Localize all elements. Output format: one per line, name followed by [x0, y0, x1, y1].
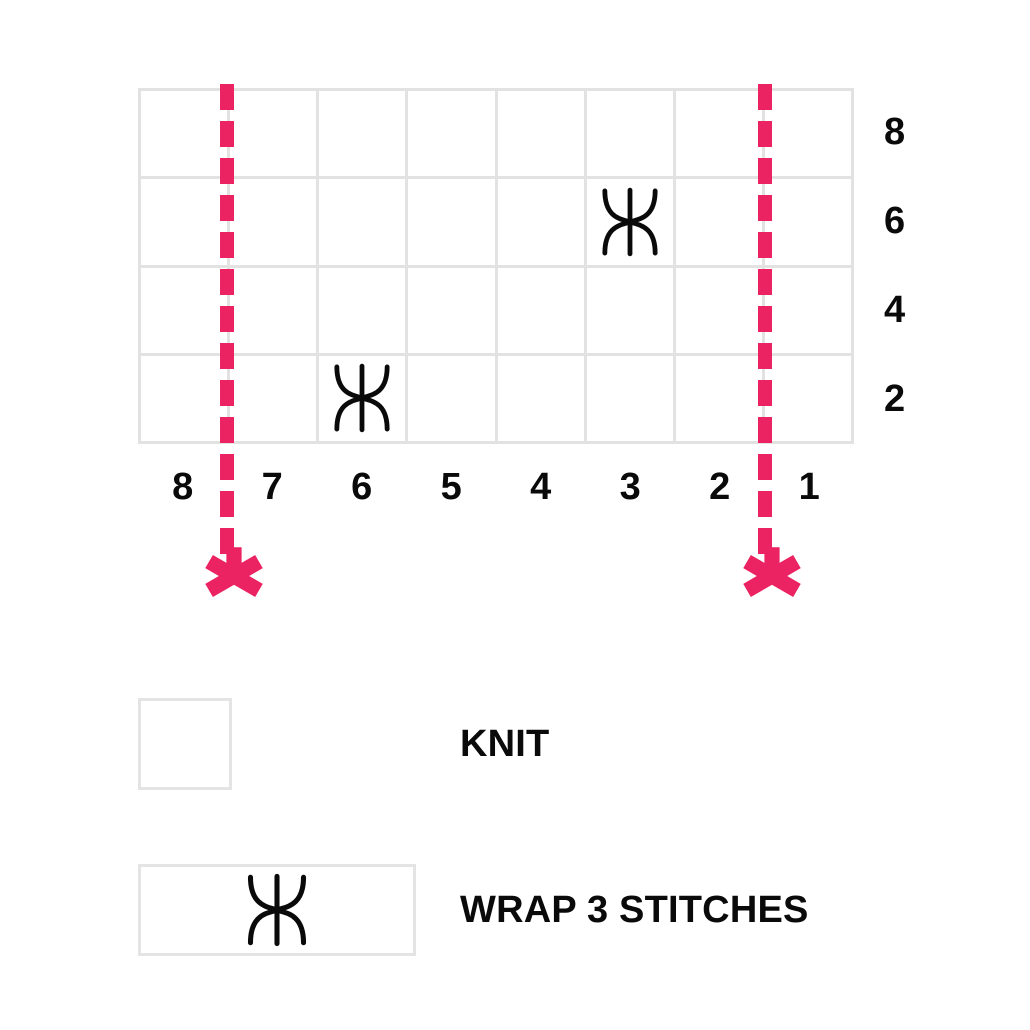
wrap-3-stitches-icon: [602, 187, 658, 257]
chart-legend: KNIT WRAP 3 STITCHES: [138, 698, 998, 1030]
chart-cell[interactable]: [586, 355, 676, 444]
legend-symbol-swatch: [138, 698, 232, 790]
chart-cell[interactable]: [586, 179, 676, 268]
chart-cell[interactable]: [586, 267, 676, 356]
column-number-label: 5: [440, 466, 462, 508]
repeat-dashed-line: [758, 84, 772, 556]
chart-cell[interactable]: [408, 179, 498, 268]
chart-cell[interactable]: [319, 91, 409, 180]
legend-label: KNIT: [460, 723, 550, 765]
column-number-label: 8: [172, 466, 194, 508]
chart-cell[interactable]: [319, 179, 409, 268]
chart-cell[interactable]: [319, 355, 409, 444]
legend-item: WRAP 3 STITCHES: [138, 864, 998, 956]
repeat-asterisk-marker: [194, 536, 274, 616]
column-number-label: 3: [619, 466, 641, 508]
chart-cell[interactable]: [319, 267, 409, 356]
legend-label: WRAP 3 STITCHES: [460, 889, 809, 931]
chart-cell[interactable]: [141, 355, 231, 444]
chart-cell[interactable]: [230, 179, 320, 268]
chart-cell[interactable]: [230, 355, 320, 444]
chart-grid: [138, 88, 854, 444]
chart-cell[interactable]: [141, 179, 231, 268]
chart-cell[interactable]: [675, 179, 765, 268]
chart-cell[interactable]: [764, 355, 854, 444]
column-number-label: 4: [530, 466, 552, 508]
chart-cell[interactable]: [764, 179, 854, 268]
repeat-asterisk-icon: [205, 547, 263, 597]
chart-cell[interactable]: [586, 91, 676, 180]
column-number-label: 1: [798, 466, 820, 508]
chart-cell[interactable]: [497, 267, 587, 356]
chart-cell[interactable]: [408, 355, 498, 444]
chart-cell[interactable]: [497, 355, 587, 444]
chart-cell[interactable]: [408, 267, 498, 356]
chart-cell[interactable]: [141, 91, 231, 180]
column-number-label: 7: [261, 466, 283, 508]
chart-cell[interactable]: [408, 91, 498, 180]
row-number-label: 4: [884, 288, 906, 331]
row-number-label: 2: [884, 377, 906, 420]
knitting-chart: 8 6 4 2 8 7 6 5 4 3 2 1: [138, 84, 906, 616]
chart-cell[interactable]: [675, 355, 765, 444]
chart-cell[interactable]: [230, 91, 320, 180]
chart-cell[interactable]: [764, 267, 854, 356]
repeat-dashed-line: [220, 84, 234, 556]
wrap-3-stitches-icon: [334, 364, 390, 433]
chart-cell[interactable]: [497, 179, 587, 268]
column-number-label: 2: [709, 466, 731, 508]
chart-cell[interactable]: [675, 267, 765, 356]
chart-cell[interactable]: [675, 91, 765, 180]
chart-cell[interactable]: [497, 91, 587, 180]
legend-symbol-swatch: [138, 864, 416, 956]
row-number-label: 6: [884, 199, 906, 242]
wrap-3-stitches-icon: [247, 873, 307, 947]
row-number-label: 8: [884, 110, 906, 153]
chart-cell[interactable]: [230, 267, 320, 356]
repeat-asterisk-icon: [743, 547, 801, 597]
column-number-label: 6: [351, 466, 373, 508]
legend-item: KNIT: [138, 698, 998, 790]
chart-cell[interactable]: [141, 267, 231, 356]
repeat-asterisk-marker: [732, 536, 812, 616]
chart-cell[interactable]: [764, 91, 854, 180]
